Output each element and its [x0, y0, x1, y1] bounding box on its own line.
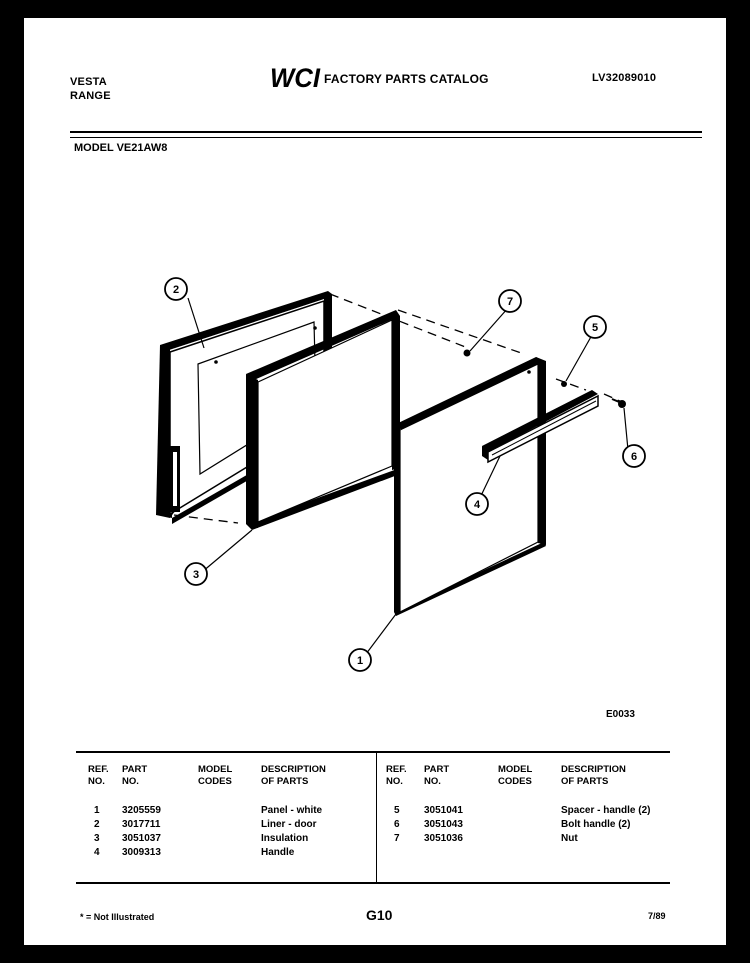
row-ref: 2: [94, 819, 100, 830]
handle-part: [482, 390, 599, 464]
col-part-line1-right: PART: [424, 764, 450, 775]
col-codes-line2: CODES: [198, 776, 232, 787]
row-part: 3051037: [122, 833, 161, 844]
row-desc: Nut: [561, 833, 578, 844]
callout-6-circle: [622, 444, 646, 468]
table-top-rule: [76, 751, 670, 753]
col-codes-header: MODEL CODES: [198, 764, 232, 788]
exploded-door-diagram: 2 3 1 4 5 6 7: [156, 277, 646, 672]
row-desc: Insulation: [261, 833, 309, 844]
row-ref: 5: [394, 805, 400, 816]
catalog-number: LV32089010: [592, 72, 657, 84]
row-ref: 6: [394, 819, 400, 830]
col-ref-header-right: REF. NO.: [386, 764, 407, 788]
col-codes-line1-right: MODEL: [498, 764, 533, 775]
door-liner-part: [156, 291, 332, 524]
col-ref-line2: NO.: [88, 776, 105, 787]
insulation-part: [246, 310, 400, 530]
spacer-part: [561, 381, 567, 387]
callout-1-label: 1: [357, 655, 363, 667]
header-rule-thick: [70, 131, 702, 133]
catalog-page: VESTA RANGE WCI FACTORY PARTS CATALOG LV…: [24, 18, 726, 945]
outer-panel-part: [394, 357, 546, 616]
col-desc-header-right: DESCRIPTION OF PARTS: [561, 764, 626, 788]
col-codes-line2-right: CODES: [498, 776, 532, 787]
row-desc: Panel - white: [261, 805, 323, 816]
footer-note: * = Not Illustrated: [80, 912, 155, 922]
col-ref-line1-right: REF.: [386, 764, 407, 775]
model-label: MODEL VE21AW8: [74, 142, 168, 154]
brand-line-1: VESTA: [70, 76, 107, 88]
callout-4-label: 4: [474, 499, 481, 511]
callout-6-label: 6: [631, 451, 637, 463]
catalog-title: FACTORY PARTS CATALOG: [324, 72, 489, 86]
callout-2-label: 2: [173, 284, 179, 296]
col-desc-header: DESCRIPTION OF PARTS: [261, 764, 326, 788]
header-rule-thin: [70, 137, 702, 138]
row-desc: Handle: [261, 847, 295, 858]
col-codes-header-right: MODEL CODES: [498, 764, 532, 788]
row-desc: Spacer - handle (2): [561, 805, 651, 816]
wci-logo: WCI: [268, 62, 324, 93]
col-ref-header: REF. NO.: [88, 764, 109, 788]
row-desc: Bolt handle (2): [561, 819, 631, 830]
row-ref: 7: [394, 833, 400, 844]
col-desc-line2: OF PARTS: [261, 776, 309, 787]
row-part: 3051036: [424, 833, 463, 844]
col-part-line2-right: NO.: [424, 776, 441, 787]
col-ref-line2-right: NO.: [386, 776, 403, 787]
table-divider: [376, 753, 377, 883]
page-number: G10: [366, 907, 393, 923]
row-part: 3051041: [424, 805, 463, 816]
row-part: 3051043: [424, 819, 463, 830]
callout-5-circle: [583, 315, 607, 339]
callout-1-circle: [348, 648, 372, 672]
col-part-header-right: PART NO.: [424, 764, 449, 788]
row-part: 3205559: [122, 805, 161, 816]
footer-date: 7/89: [648, 911, 666, 921]
row-part: 3017711: [122, 819, 161, 830]
nut-part: [463, 349, 471, 357]
drawing-code: E0033: [606, 709, 635, 720]
row-ref: 3: [94, 833, 100, 844]
callout-3-label: 3: [193, 569, 199, 581]
row-ref: 1: [94, 805, 100, 816]
col-desc-line1-right: DESCRIPTION: [561, 764, 626, 775]
callout-2-circle: [164, 277, 188, 301]
callout-5-label: 5: [592, 322, 598, 334]
col-part-line2: NO.: [122, 776, 139, 787]
row-ref: 4: [94, 847, 100, 858]
bolt-part: [611, 398, 626, 408]
col-desc-line2-right: OF PARTS: [561, 776, 609, 787]
col-part-line1: PART: [122, 764, 148, 775]
callout-3-circle: [184, 562, 208, 586]
callout-4-circle: [465, 492, 489, 516]
callout-7-label: 7: [507, 296, 513, 308]
logo-text: WCI: [270, 63, 320, 92]
row-desc: Liner - door: [261, 819, 317, 830]
row-part: 3009313: [122, 847, 161, 858]
col-ref-line1: REF.: [88, 764, 109, 775]
col-codes-line1: MODEL: [198, 764, 233, 775]
col-part-header: PART NO.: [122, 764, 147, 788]
col-desc-line1: DESCRIPTION: [261, 764, 326, 775]
callout-7-circle: [498, 289, 522, 313]
brand-line-2: RANGE: [70, 90, 111, 102]
table-bottom-rule: [76, 882, 670, 884]
